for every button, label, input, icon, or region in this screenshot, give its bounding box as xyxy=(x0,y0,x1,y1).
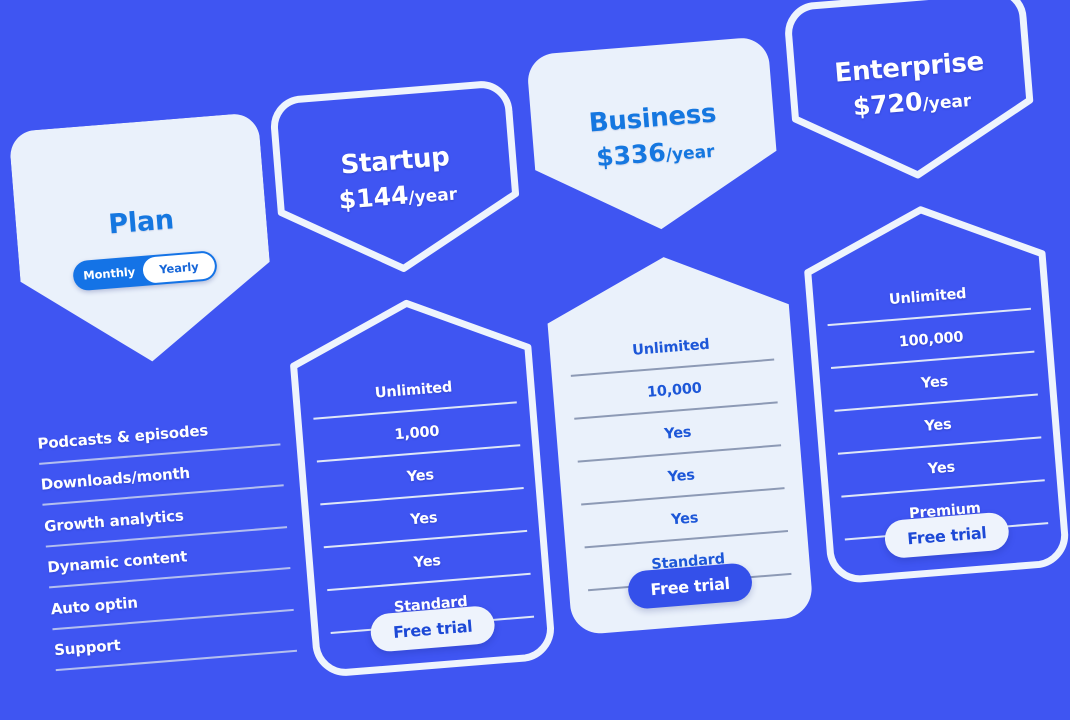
plan-feature-value: Yes xyxy=(667,466,696,485)
plan-header-shape xyxy=(785,0,1034,179)
plan-column-title: Plan xyxy=(107,204,175,241)
feature-label: Podcasts & episodes xyxy=(36,420,209,453)
plan-feature-value: Yes xyxy=(413,552,442,571)
plan-header-card: Enterprise$720/year xyxy=(782,0,1040,189)
plan-price: $336 xyxy=(595,137,667,172)
plan-feature-value: Yes xyxy=(409,509,438,528)
plan-price-period: /year xyxy=(407,184,458,208)
plan-feature-value: Yes xyxy=(406,466,435,485)
plan-feature-value: 1,000 xyxy=(393,423,440,443)
free-trial-label: Free trial xyxy=(392,616,473,642)
plan-header-card: Business$336/year xyxy=(525,35,783,240)
plan-feature-value: Yes xyxy=(927,458,956,478)
feature-label: Downloads/month xyxy=(40,464,191,494)
feature-label: Auto optin xyxy=(50,593,139,619)
plan-feature-value: Yes xyxy=(920,373,949,392)
toggle-option-monthly[interactable]: Monthly xyxy=(82,264,136,283)
plan-price-period: /year xyxy=(665,141,716,166)
feature-label: Dynamic content xyxy=(46,547,188,577)
plan-price: $720 xyxy=(851,86,924,121)
plan-header-shape xyxy=(271,81,520,272)
plan-feature-value: Yes xyxy=(663,423,692,443)
plan-header-shape xyxy=(528,38,777,230)
plan-feature-value: Unlimited xyxy=(631,336,711,359)
plan-feature-value: 100,000 xyxy=(898,328,964,350)
plan-header-card: Startup$144/year xyxy=(268,78,526,283)
plan-feature-value: Unlimited xyxy=(888,285,967,308)
plan-feature-value: Yes xyxy=(923,416,953,435)
plan-price: $144 xyxy=(337,180,410,215)
plan-body-shape xyxy=(804,206,1069,583)
plan-name: Business xyxy=(587,98,718,139)
plan-price-period: /year xyxy=(921,90,972,115)
plan-feature-value: 10,000 xyxy=(646,379,703,401)
plan-body-shape xyxy=(547,257,812,634)
plan-body-shape xyxy=(290,299,555,676)
plan-feature-value: Yes xyxy=(670,509,699,528)
feature-label: Support xyxy=(53,636,122,660)
feature-label: Growth analytics xyxy=(43,506,185,536)
plan-header-card: Plan Monthly Yearly xyxy=(8,112,276,371)
plan-name: Enterprise xyxy=(833,46,985,89)
plan-header-shape xyxy=(10,114,270,362)
free-trial-label: Free trial xyxy=(649,573,731,599)
plan-feature-value: Unlimited xyxy=(374,378,453,402)
free-trial-label: Free trial xyxy=(906,522,988,548)
plan-name: Startup xyxy=(339,141,451,181)
